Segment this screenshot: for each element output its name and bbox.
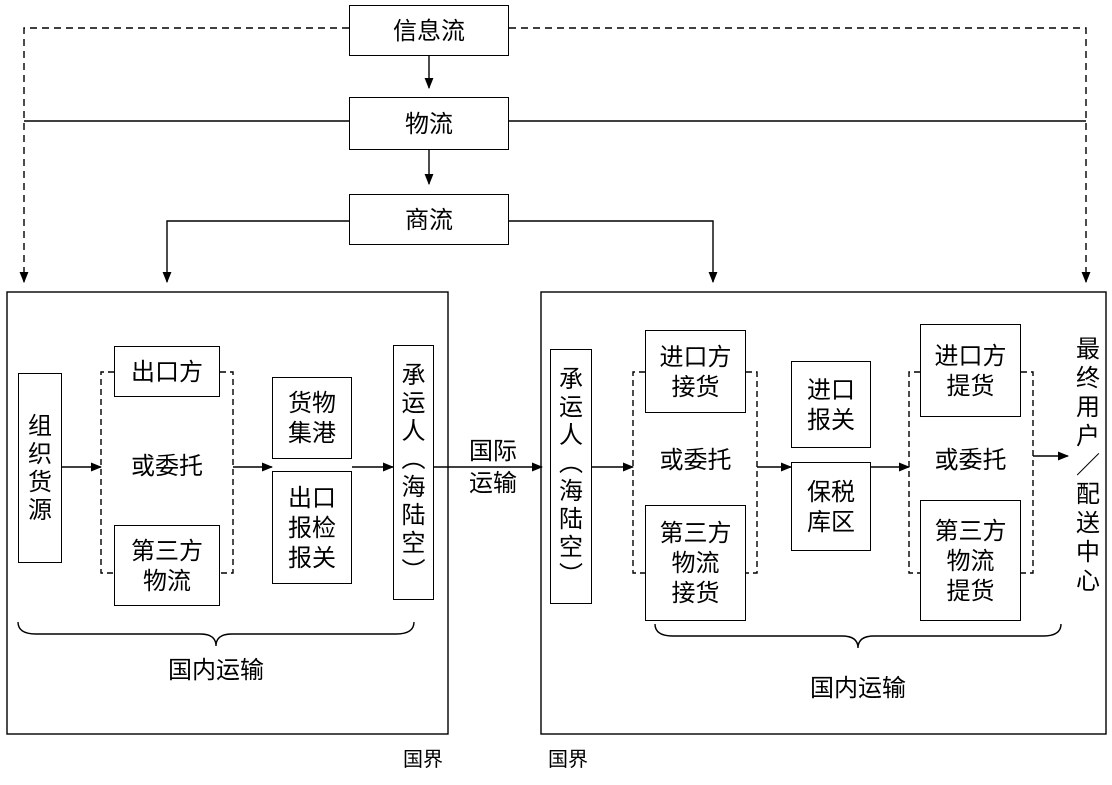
third-party-receive-label: 第三方 物流 接货 bbox=[659, 519, 732, 607]
cargo-port-node: 货物 集港 bbox=[272, 377, 352, 459]
organize-source-label: 组 织 货 源 bbox=[28, 412, 52, 524]
third-party-pickup-label: 第三方 物流 提货 bbox=[934, 516, 1007, 605]
commerce-flow-node: 商流 bbox=[349, 194, 509, 245]
export-or-entrust-text: 或委托 bbox=[131, 452, 203, 480]
bonded-area-node: 保税 库区 bbox=[791, 462, 871, 551]
exporter-label: 出口方 bbox=[131, 357, 203, 386]
importer-pickup-node: 进口方 提货 bbox=[920, 324, 1021, 417]
export-inspection-label: 出口 报检 报关 bbox=[288, 483, 336, 572]
export-inspection-node: 出口 报检 报关 bbox=[272, 471, 352, 584]
import-carrier-label: 承 运 人 ︵ 海 陆 空 ︶ bbox=[559, 364, 583, 589]
commerce-line-left bbox=[162, 220, 349, 284]
info-flow-line-left bbox=[19, 27, 349, 284]
end-user-distribution-label: 最 终 用 户 ／ 配 送 中 心 bbox=[1076, 334, 1100, 595]
border-label-left: 国界 bbox=[403, 747, 443, 771]
importer-receive-label: 进口方 接货 bbox=[659, 342, 732, 401]
export-carrier-label: 承 运 人 ︵ 海 陆 空 ︶ bbox=[401, 360, 426, 585]
import-pickup-bracket bbox=[908, 371, 1034, 574]
logistics-flow-label: 物流 bbox=[405, 109, 453, 138]
bonded-area-label: 保税 库区 bbox=[807, 477, 855, 536]
organize-source-node: 组 织 货 源 bbox=[18, 373, 62, 563]
importer-receive-node: 进口方 接货 bbox=[645, 330, 746, 413]
export-carrier-node: 承 运 人 ︵ 海 陆 空 ︶ bbox=[393, 345, 434, 600]
third-party-pickup-node: 第三方 物流 提货 bbox=[920, 500, 1021, 621]
info-flow-label: 信息流 bbox=[393, 16, 465, 45]
commerce-flow-label: 商流 bbox=[405, 205, 453, 234]
cargo-port-label: 货物 集港 bbox=[288, 389, 336, 447]
importer-pickup-label: 进口方 提货 bbox=[934, 341, 1007, 400]
import-receive-bracket bbox=[632, 371, 758, 574]
import-or-entrust-text-1: 或委托 bbox=[659, 446, 732, 474]
info-flow-node: 信息流 bbox=[349, 5, 509, 56]
import-or-entrust-text-2: 或委托 bbox=[934, 446, 1007, 474]
logistics-flow-node: 物流 bbox=[349, 97, 509, 150]
exporter-node: 出口方 bbox=[114, 346, 220, 397]
import-customs-node: 进口 报关 bbox=[791, 361, 871, 448]
domestic-brace-left bbox=[17, 621, 415, 647]
border-label-right: 国界 bbox=[548, 747, 588, 771]
commerce-line-right bbox=[509, 220, 718, 284]
import-customs-label: 进口 报关 bbox=[807, 375, 855, 434]
export-entrust-bracket bbox=[100, 371, 234, 574]
international-transport-label: 国际 运输 bbox=[469, 437, 517, 497]
export-country-frame bbox=[6, 291, 449, 735]
third-party-receive-node: 第三方 物流 接货 bbox=[645, 505, 746, 621]
third-party-logistics-label: 第三方 物流 bbox=[131, 536, 203, 595]
import-carrier-node: 承 运 人 ︵ 海 陆 空 ︶ bbox=[550, 349, 592, 604]
export-domestic-label: 国内运输 bbox=[168, 656, 264, 684]
import-country-frame bbox=[540, 291, 1107, 735]
import-domestic-label: 国内运输 bbox=[810, 674, 906, 702]
third-party-logistics-node: 第三方 物流 bbox=[114, 525, 220, 606]
domestic-brace-right bbox=[654, 623, 1062, 649]
info-flow-line-right bbox=[509, 27, 1091, 284]
